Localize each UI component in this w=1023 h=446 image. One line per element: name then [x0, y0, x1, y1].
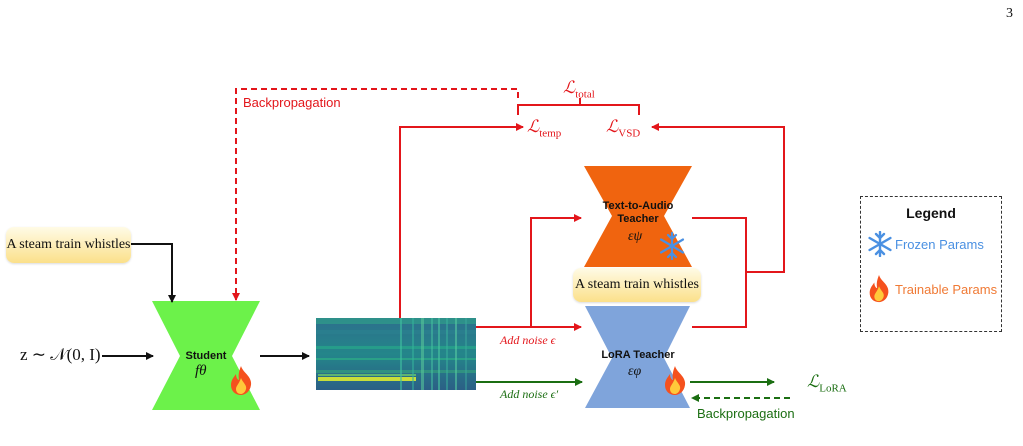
student-title: Student	[185, 350, 227, 362]
flame-icon	[869, 275, 889, 303]
legend-title: Legend	[906, 205, 956, 221]
add-noise-prime-label: Add noise ϵ′	[500, 387, 559, 401]
text-prompt-teacher: A steam train whistles	[573, 268, 701, 302]
add-noise-label: Add noise ϵ	[500, 333, 556, 347]
lora-teacher-block	[585, 306, 690, 408]
total-loss-bracket	[517, 98, 640, 115]
loss-total-label: ℒtotal	[563, 78, 595, 101]
text-prompt-student: A steam train whistles	[6, 227, 131, 263]
teacher-title: Text-to-Audio Teacher	[598, 200, 678, 226]
loss-vsd-label: ℒVSD	[606, 117, 641, 140]
prompt-text: A steam train whistles	[574, 277, 700, 292]
flame-icon	[665, 366, 686, 395]
legend-box: Legend Frozen Params Trainable Params	[860, 196, 1002, 332]
prompt-text: A steam train whistles	[6, 237, 131, 252]
flame-icon	[231, 366, 252, 395]
page-number: 3	[1006, 6, 1013, 21]
lora-teacher-symbol: εφ	[628, 364, 642, 379]
spectrogram	[316, 318, 476, 390]
student-symbol: fθ	[195, 363, 207, 379]
noise-to-teacher-arrow	[530, 214, 582, 327]
backprop-top-path	[232, 88, 519, 301]
lora-teacher-title: LoRA Teacher	[601, 349, 675, 361]
loss-temp-label: ℒtemp	[527, 117, 562, 140]
snowflake-icon	[868, 231, 892, 257]
legend-frozen-row: Frozen Params	[867, 231, 984, 257]
spectrogram-to-temp-arrow	[399, 123, 524, 318]
teacher-symbol: εψ	[628, 229, 643, 244]
teacher-title-line1: Text-to-Audio	[602, 200, 674, 212]
loss-lora-label: ℒLoRA	[807, 372, 847, 395]
legend-trainable-label: Trainable Params	[895, 281, 998, 297]
snowflake-icon	[659, 231, 685, 261]
legend-trainable-row: Trainable Params	[867, 275, 997, 303]
noise-input-label: z ∼ 𝒩(0, I)	[20, 345, 101, 364]
backprop-top-label: Backpropagation	[243, 95, 341, 110]
legend-frozen-label: Frozen Params	[895, 236, 984, 252]
vsd-feedback-arrow	[651, 123, 785, 273]
teacher-title-line2: Teacher	[617, 213, 659, 225]
backprop-bottom-label: Backpropagation	[697, 406, 795, 421]
prompt-to-student-arrow	[131, 243, 176, 303]
